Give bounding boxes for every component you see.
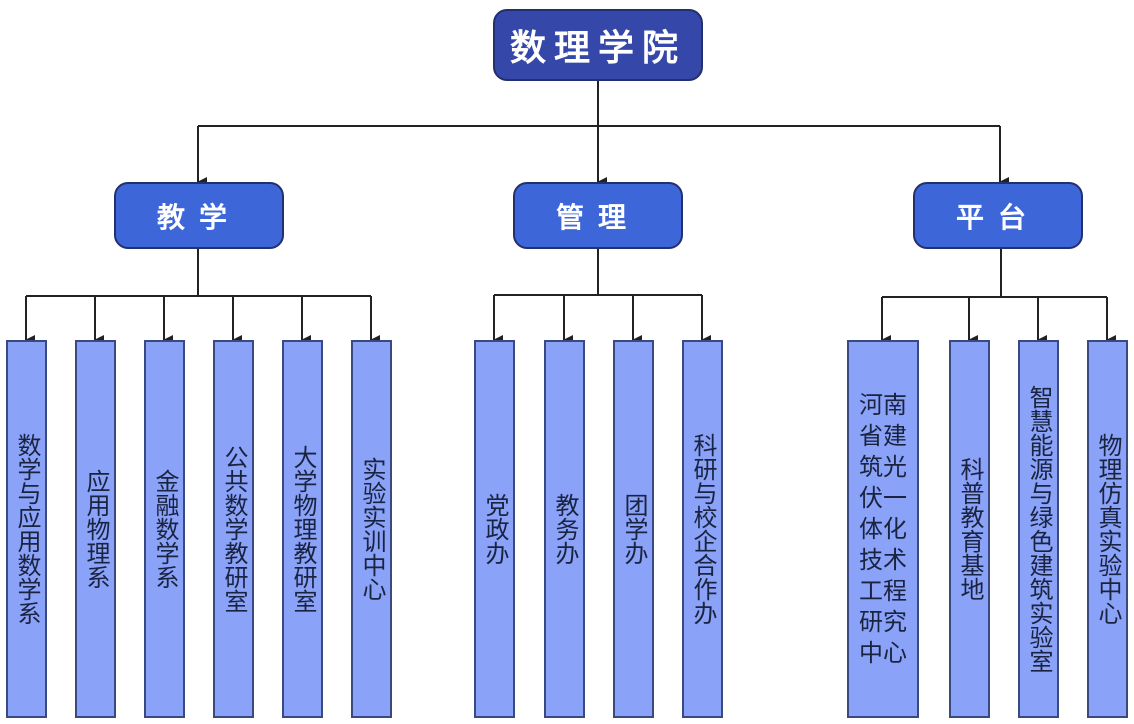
leaf-label: 物理仿真实验中心: [1094, 433, 1122, 625]
leaf-node: 物理仿真实验中心: [1087, 340, 1128, 718]
leaf-label: 党政办: [481, 493, 509, 565]
leaf-node: 实验实训中心: [351, 340, 392, 718]
leaf-label: 金融数学系: [151, 469, 179, 589]
leaf-node: 党政办: [474, 340, 515, 718]
leaf-node: 科普教育基地: [949, 340, 990, 718]
leaf-node: 大学物理教研室: [282, 340, 323, 718]
leaf-label: 河南省建筑光伏一体化技术工程研究中心: [859, 390, 907, 667]
leaf-node: 数学与应用数学系: [6, 340, 47, 718]
leaf-label: 数学与应用数学系: [13, 433, 41, 625]
leaf-node: 应用物理系: [75, 340, 116, 718]
leaf-label: 教务办: [551, 493, 579, 565]
leaf-label: 大学物理教研室: [289, 445, 317, 613]
root-node: 数理学院: [493, 9, 703, 81]
group-label: 平台: [955, 200, 1040, 234]
group-node-teaching: 教学: [114, 182, 284, 249]
leaf-label: 智慧能源与绿色建筑实验室: [1025, 385, 1053, 673]
leaf-node: 科研与校企合作办: [682, 340, 723, 718]
group-node-management: 管理: [513, 182, 683, 249]
leaf-label: 公共数学教研室: [220, 445, 248, 613]
leaf-node: 河南省建筑光伏一体化技术工程研究中心: [847, 340, 919, 718]
leaf-label: 科研与校企合作办: [689, 433, 717, 625]
group-label: 教学: [156, 200, 241, 234]
group-node-platform: 平台: [913, 182, 1083, 249]
leaf-node: 团学办: [613, 340, 654, 718]
leaf-label: 科普教育基地: [956, 457, 984, 601]
root-label: 数理学院: [509, 27, 686, 69]
leaf-label: 应用物理系: [82, 469, 110, 589]
leaf-node: 智慧能源与绿色建筑实验室: [1018, 340, 1059, 718]
leaf-label: 实验实训中心: [358, 457, 386, 601]
leaf-node: 公共数学教研室: [213, 340, 254, 718]
leaf-node: 教务办: [544, 340, 585, 718]
leaf-label: 团学办: [620, 493, 648, 565]
group-label: 管理: [555, 200, 640, 234]
leaf-node: 金融数学系: [144, 340, 185, 718]
